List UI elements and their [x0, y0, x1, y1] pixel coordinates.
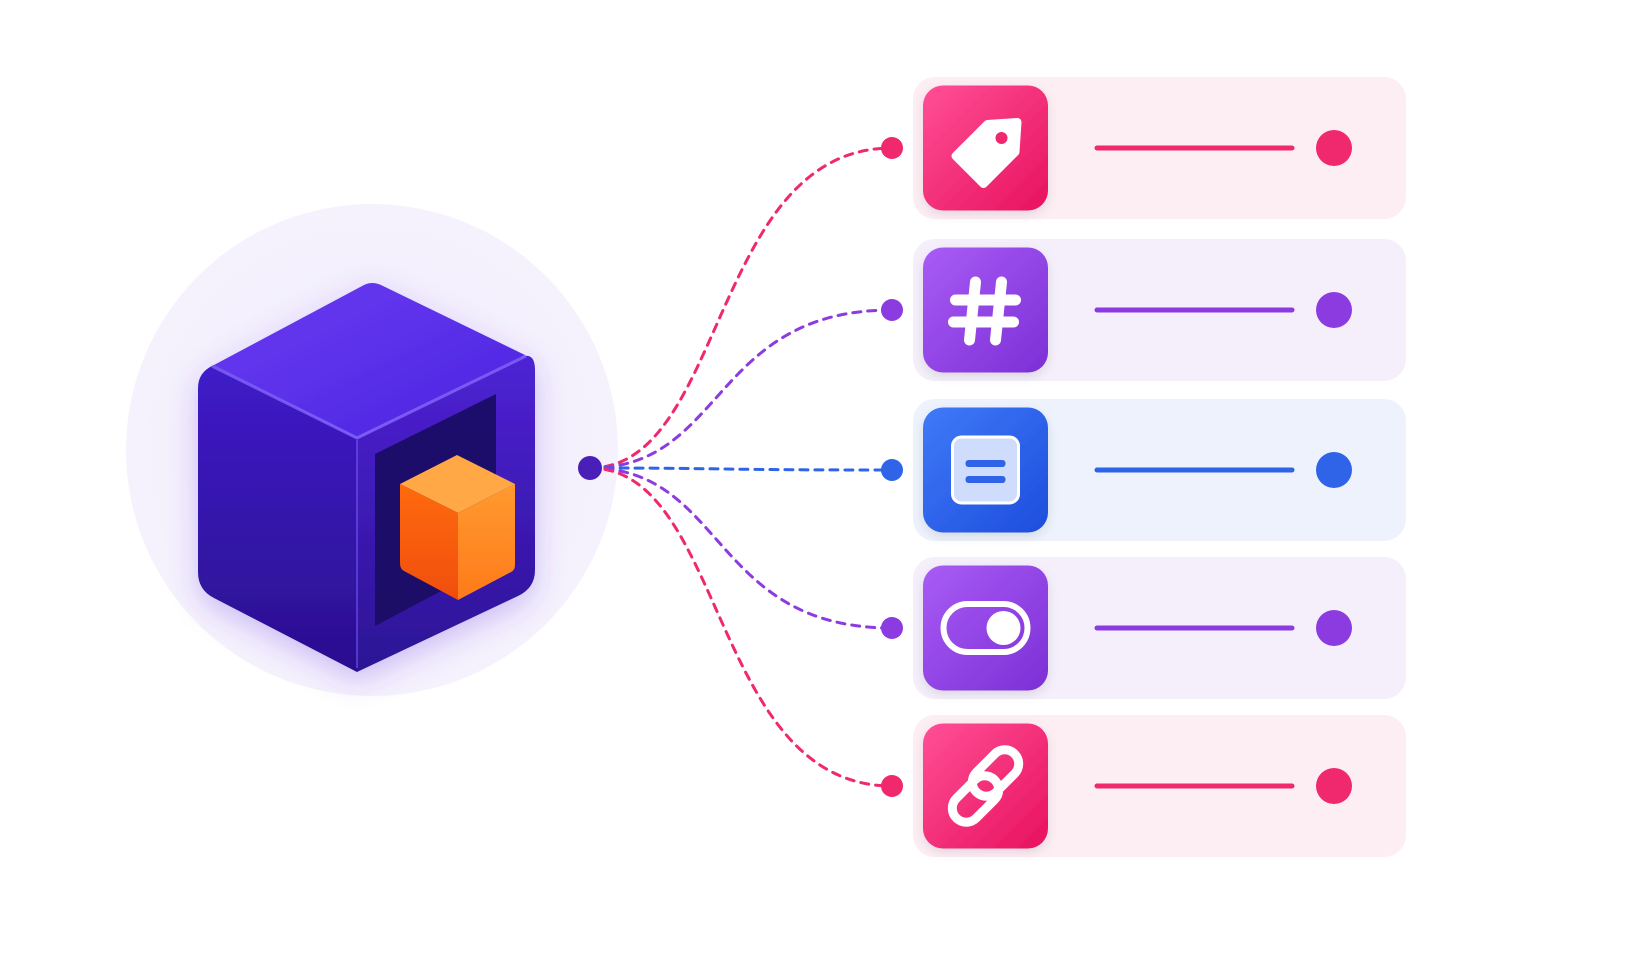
connector-end-dot[interactable]: [881, 459, 903, 481]
row-status-dot[interactable]: [1316, 610, 1352, 646]
connector-line: [588, 466, 894, 630]
list-item[interactable]: [913, 399, 1406, 541]
connector-line: [588, 146, 894, 470]
tag-icon: [951, 118, 1022, 188]
connector-end-dot[interactable]: [881, 617, 903, 639]
document-lines-icon: [951, 435, 1020, 505]
orange-block: [400, 455, 515, 600]
connector-line: [588, 466, 894, 788]
icon-tile[interactable]: [923, 565, 1048, 691]
connector-end-dot[interactable]: [881, 137, 903, 159]
icon-tile[interactable]: [923, 723, 1048, 849]
icon-tile[interactable]: [923, 247, 1048, 373]
link-chain-icon: [947, 745, 1024, 827]
cube-with-inner-block-icon: [198, 283, 535, 672]
row-status-dot[interactable]: [1316, 768, 1352, 804]
hub-output-dot[interactable]: [578, 456, 602, 480]
connector-line: [588, 308, 894, 470]
list-item[interactable]: [913, 77, 1406, 219]
connector-end-dot[interactable]: [881, 299, 903, 321]
list-item[interactable]: [913, 557, 1406, 699]
list-item[interactable]: [913, 239, 1406, 381]
row-status-dot[interactable]: [1316, 452, 1352, 488]
row-group: [913, 77, 1406, 857]
hash-icon: [948, 276, 1021, 346]
toggle-switch-icon: [940, 601, 1031, 655]
list-item[interactable]: [913, 715, 1406, 857]
connector-end-dot[interactable]: [881, 775, 903, 797]
row-status-dot[interactable]: [1316, 292, 1352, 328]
row-status-dot[interactable]: [1316, 130, 1352, 166]
connector-group: [588, 137, 903, 797]
connector-line: [588, 466, 894, 472]
